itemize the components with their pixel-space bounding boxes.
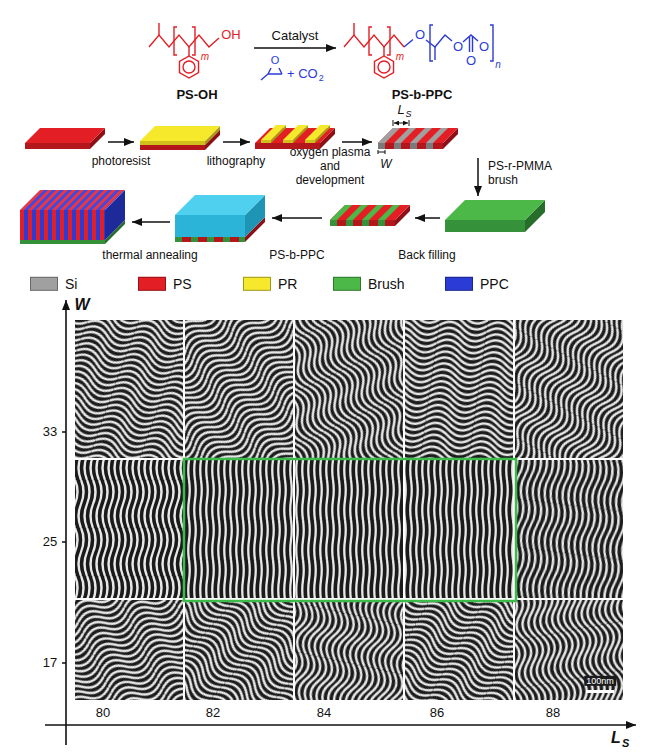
step-label: Back filling <box>398 249 455 263</box>
tick-label: 82 <box>206 706 220 721</box>
subscript: S <box>622 737 629 750</box>
dimension-lines <box>378 120 409 154</box>
legend-item: PR <box>243 274 297 292</box>
legend-swatch <box>333 277 361 291</box>
legend-label: PR <box>278 276 297 292</box>
sem-image-grid <box>75 320 623 700</box>
reactant-structure: m OH PS-OH <box>145 5 250 105</box>
legend-label: PPC <box>480 276 509 292</box>
reagent-label: + CO <box>287 67 318 82</box>
subscript: S <box>406 109 412 119</box>
legend-item: PS <box>138 274 192 292</box>
axes <box>45 300 636 745</box>
product-structure: mOOOOnPS-b-PPC <box>340 5 505 105</box>
dimension-label: W <box>380 158 391 172</box>
ps-oh-bonds <box>149 23 219 78</box>
substrate-slab <box>25 128 105 149</box>
atom-label: O <box>415 28 425 43</box>
step-label: PS-b-PPC <box>269 249 324 263</box>
legend-swatch <box>138 277 166 291</box>
step-label: thermal annealing <box>102 249 197 263</box>
legend-item: Brush <box>333 274 405 292</box>
photoresist-slab <box>140 126 220 150</box>
step-label: lithography <box>207 155 266 169</box>
subscript: 2 <box>319 73 324 83</box>
lamellae-block <box>20 190 125 244</box>
scale-bar <box>586 690 614 693</box>
tick-label: 25 <box>43 535 57 550</box>
atom-label: O <box>479 40 489 55</box>
legend-swatch <box>445 277 473 291</box>
backfilled-slab <box>330 205 410 226</box>
highlight-box <box>184 459 516 601</box>
process-arrows <box>108 142 478 222</box>
compound-name: PS-OH <box>176 88 217 103</box>
tick-label: 86 <box>430 706 444 721</box>
atom-label: O <box>466 54 476 69</box>
step-label: PS-r-PMMA brush <box>488 160 570 188</box>
legend-item: PPC <box>445 274 509 292</box>
scale-bar-label: 100nm <box>584 676 616 686</box>
epoxide-symbol <box>261 68 282 80</box>
reaction-condition: Catalyst <box>270 29 321 44</box>
repeat-subscript: m <box>396 51 404 63</box>
ps-b-ppc-bonds <box>344 23 493 78</box>
reaction-arrow <box>254 47 336 49</box>
atom-label: O <box>453 40 463 55</box>
dimension-label: L <box>397 103 404 118</box>
step-label: oxygen plasma and development <box>285 146 375 187</box>
repeat-subscript: m <box>201 51 209 63</box>
legend-item: Si <box>30 274 77 292</box>
atom-label: OH <box>221 28 241 43</box>
compound-name: PS-b-PPC <box>392 88 453 103</box>
axis-title: L <box>611 729 621 747</box>
atom-label: O <box>271 54 280 67</box>
coated-slab <box>175 195 265 242</box>
tick-label: 17 <box>43 656 57 671</box>
legend-swatch <box>30 277 58 291</box>
step-label: photoresist <box>92 155 151 169</box>
tick-label: 88 <box>546 706 560 721</box>
legend-label: Si <box>65 276 77 292</box>
axis-title: W <box>74 296 89 314</box>
legend-swatch <box>243 277 271 291</box>
legend-label: Brush <box>368 276 405 292</box>
tick-label: 80 <box>96 706 110 721</box>
tick-label: 33 <box>43 425 57 440</box>
brush-slab <box>445 200 545 232</box>
legend-label: PS <box>173 276 192 292</box>
patterned-slab <box>378 128 458 149</box>
tick-label: 84 <box>317 706 331 721</box>
repeat-subscript: n <box>495 59 501 71</box>
